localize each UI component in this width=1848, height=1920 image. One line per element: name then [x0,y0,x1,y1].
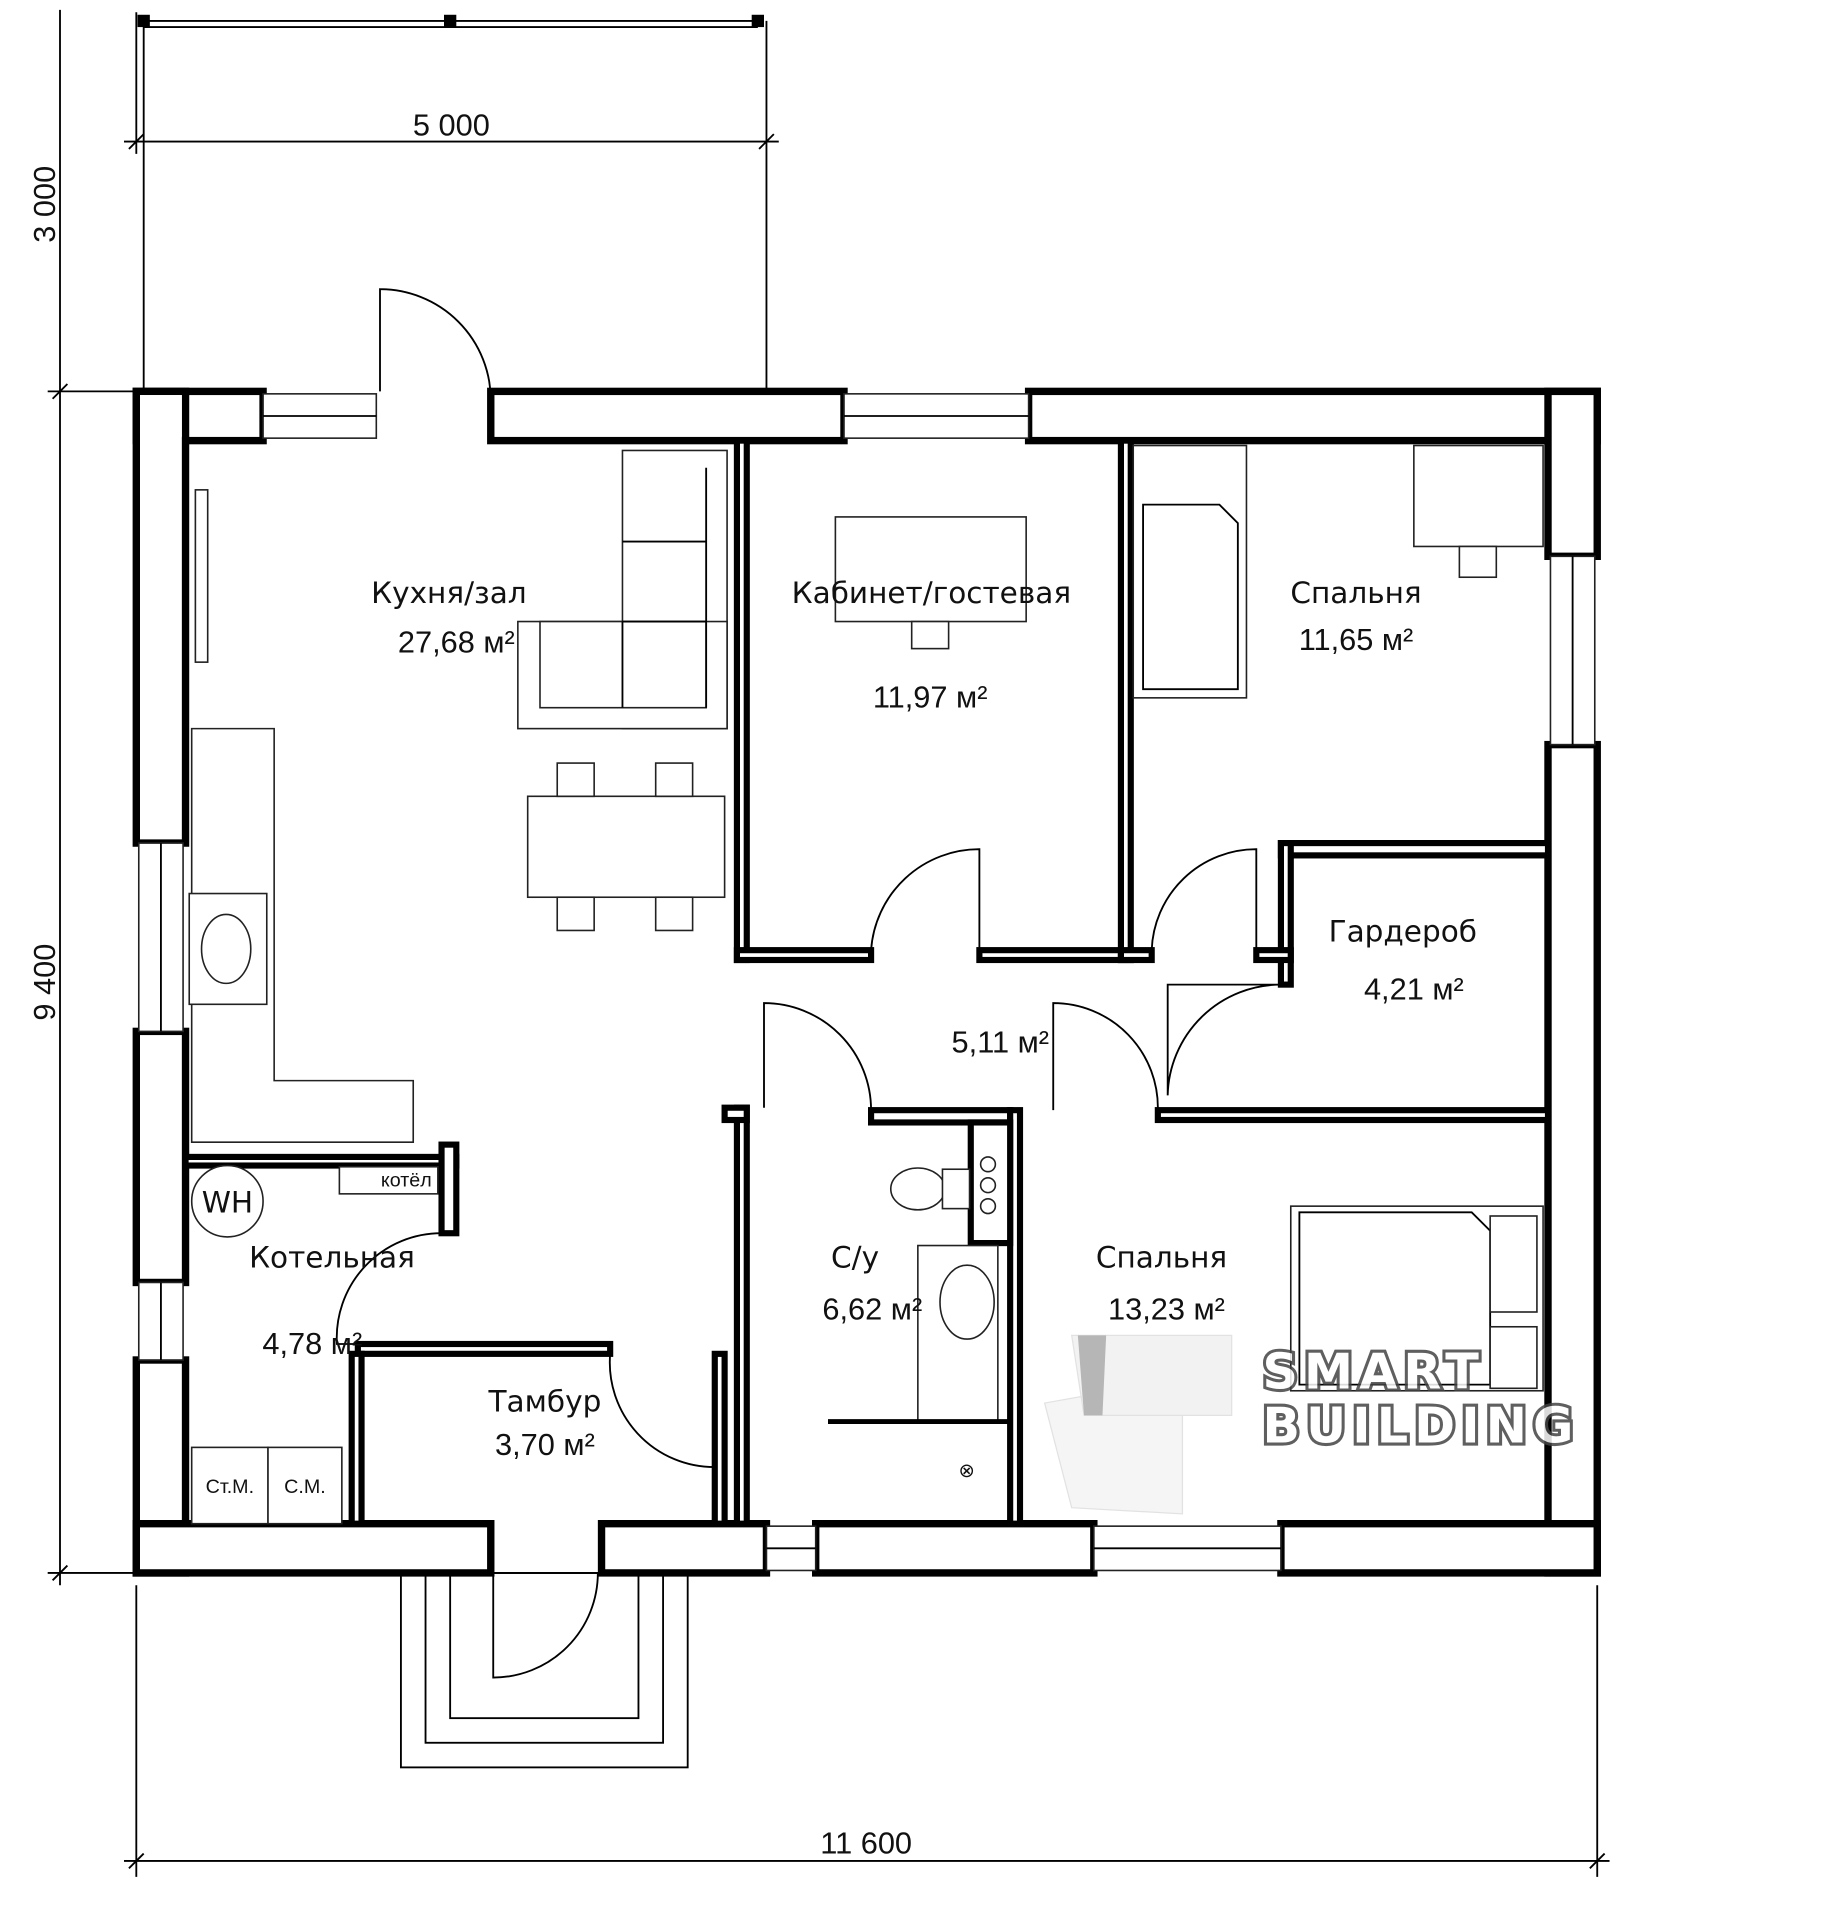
room-name-kitchen: Кухня/зал [371,576,527,610]
interior-walls [182,437,1552,1527]
watermark-line1: SMART [1262,1342,1485,1400]
room-area-boiler-room: 4,78 м² [262,1326,362,1361]
doors [335,288,1281,1679]
bed [1132,444,1248,699]
furniture: ⊗ [188,444,1544,1525]
room-name-wardrobe: Гардероб [1329,915,1477,949]
post [444,14,457,28]
mirror [194,489,209,663]
room-name-bedroom-2: Спальня [1096,1241,1227,1275]
room-area-wardrobe: 4,21 м² [1364,971,1464,1006]
post [751,14,764,28]
water-heater [190,1164,264,1238]
room-name-bathroom: С/у [831,1241,879,1275]
drain-icon: ⊗ [958,1460,975,1482]
room-name-office: Кабинет/гостевая [792,576,1071,610]
boiler-label: котёл [381,1169,432,1191]
room-name-boiler-room: Котельная [249,1241,415,1275]
dim-terrace-width: 5 000 [413,107,490,142]
dryer-label: Ст.М. [206,1476,254,1498]
room-area-kitchen: 27,68 м² [398,624,515,659]
basin-icon [939,1264,995,1340]
washer-label: С.М. [284,1476,326,1498]
dim-house-depth: 9 400 [27,944,62,1021]
toilet-icon [889,1167,946,1211]
room-area-bedroom-2: 13,23 м² [1108,1291,1225,1326]
room-name-vestibule: Тамбур [488,1385,602,1419]
desk [1413,444,1544,548]
room-name-bedroom-1: Спальня [1290,576,1421,610]
equipment-labels: котёл WH Ст.М. С.М. [202,1169,432,1497]
watermark-line2: BUILDING [1262,1396,1579,1454]
room-area-office: 11,97 м² [873,680,988,715]
exterior-walls [132,387,1601,1577]
dining-table [526,795,726,899]
room-area-vestibule: 3,70 м² [495,1427,595,1462]
room-area-bedroom-1: 11,65 м² [1299,622,1414,657]
dryer [190,1446,269,1525]
sink-icon [200,913,252,985]
porch [399,1572,689,1769]
room-area-bathroom: 6,62 м² [822,1291,922,1326]
watermark-logo: SMART BUILDING [1043,1334,1579,1515]
water-heater-label: WH [202,1185,253,1219]
dim-terrace-depth: 3 000 [27,166,62,243]
dim-house-width: 11 600 [820,1826,912,1861]
room-area-hall: 5,11 м² [952,1024,1050,1059]
terrace [137,14,768,392]
room-labels: Кухня/зал 27,68 м² Кабинет/гостевая 11,9… [249,576,1477,1462]
washer [267,1446,343,1525]
post [137,14,150,28]
windows [137,393,1596,1572]
dimension-lines: 5 000 3 000 9 400 11 600 [27,9,1610,1877]
